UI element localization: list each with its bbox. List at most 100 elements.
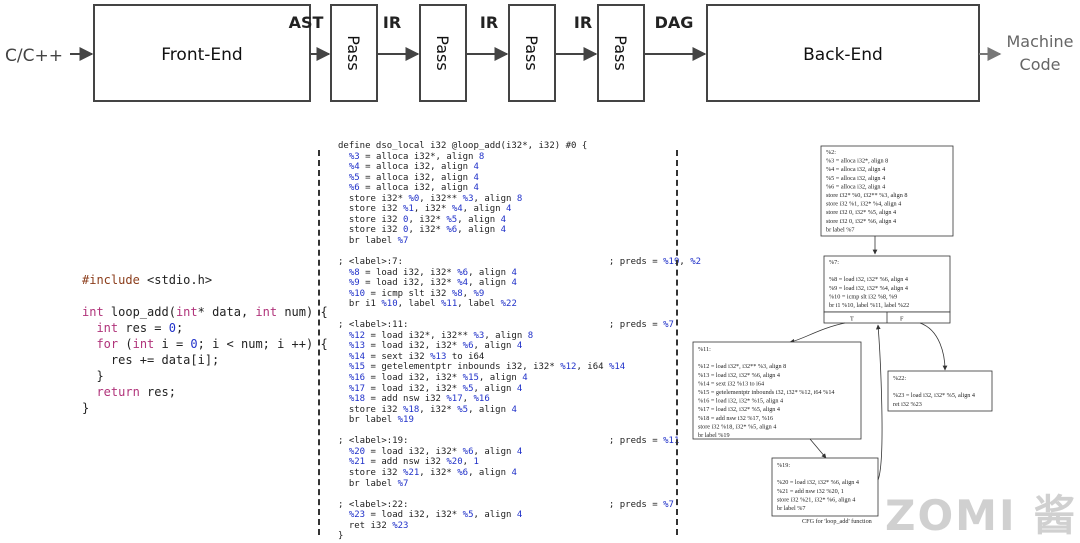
- ir-source-line: %9 = load i32, i32* %4, align 4: [348, 278, 517, 289]
- pass-box-2: [419, 4, 467, 102]
- ir-source-line: br i1 %10, label %11, label %22: [338, 299, 517, 310]
- cfg-block-line: %20 = load i32, i32* %6, align 4: [777, 479, 859, 486]
- watermark-logo: ZOMI 酱: [885, 491, 1078, 540]
- ir-source-line: store i32 %1, i32* %4, align 4: [338, 204, 512, 215]
- ir-source-line: store i32* %0, i32** %3, align 8: [338, 193, 523, 204]
- pass-box-3: [508, 4, 556, 102]
- compiler-pipeline-diagram: C/C++ Front-End AST Pass IR Pass IR Pass…: [5, 4, 1074, 102]
- ir-source-line: %23 = load i32, i32* %5, align 4: [348, 510, 523, 521]
- ir-source-line: %13 = load i32, i32* %6, align 4: [348, 341, 523, 352]
- cfg-block-line: ret i32 %23: [893, 401, 922, 408]
- ir-source-line: %14 = sext i32 %13 to i64: [348, 351, 485, 362]
- cfg-block-line: %15 = getelementptr inbounds i32, i32* %…: [698, 389, 835, 396]
- frontend-label: Front-End: [161, 45, 242, 65]
- cfg-block-19-text: %19:%20 = load i32, i32* %6, align 4%21 …: [777, 462, 859, 512]
- cfg-block-line: %18 = add nsw i32 %17, %16: [698, 415, 773, 422]
- ir-source-line: }: [338, 531, 344, 542]
- ir-source-line: ; <label>:19: ; preds = %11: [338, 436, 680, 447]
- ir-source-line: %17 = load i32, i32* %5, align 4: [348, 383, 523, 394]
- c-source-line: }: [82, 369, 104, 383]
- cfg-edge-7-11: [789, 322, 846, 344]
- cfg-block-line: store i32 %1, i32* %4, align 4: [826, 201, 901, 208]
- ir-source-line: %21 = add nsw i32 %20, 1: [348, 457, 479, 468]
- ir-source-line: [338, 310, 701, 321]
- c-source-code: #include <stdio.h> int loop_add(int* dat…: [82, 272, 328, 416]
- divider-right: [676, 150, 678, 535]
- cfg-block-line: br label %7: [826, 226, 855, 233]
- pass-label-1: Pass: [344, 35, 363, 70]
- cfg-block-line: store i32 %18, i32* %5, align 4: [698, 423, 776, 430]
- cfg-branch-true: T: [850, 316, 854, 323]
- backend-label: Back-End: [803, 45, 883, 65]
- cfg-block-line: %7:: [829, 259, 839, 266]
- cfg-block-line: br i1 %10, label %11, label %22: [829, 302, 909, 309]
- cfg-block-2: [820, 145, 954, 237]
- edge-label-ir-1: IR: [383, 13, 401, 32]
- ir-source-line: br label %7: [338, 235, 409, 246]
- c-source-line: int res = 0;: [96, 321, 184, 335]
- ir-source-line: [338, 426, 701, 437]
- c-source-line: int loop_add(int* data, int num) {: [82, 305, 328, 319]
- cfg-block-line: %23 = load i32, i32* %5, align 4: [893, 392, 975, 399]
- cfg-edge-19-7: [875, 324, 883, 481]
- output-label-line1: Machine: [1007, 32, 1074, 51]
- c-source-line: #include <stdio.h>: [82, 273, 213, 287]
- ir-source-line: define dso_local i32 @loop_add(i32*, i32…: [338, 141, 588, 151]
- cfg-block-line: %8 = load i32, i32* %6, align 4: [829, 276, 908, 283]
- cfg-block-line: %3 = alloca i32*, align 8: [826, 158, 888, 165]
- cfg-block-line: %17 = load i32, i32* %5, align 4: [698, 406, 780, 413]
- cfg-block-19: [771, 457, 879, 517]
- cfg-block-line: %9 = load i32, i32* %4, align 4: [829, 285, 908, 292]
- cfg-block-line: %5 = alloca i32, align 4: [826, 175, 885, 182]
- ir-source-line: store i32 %18, i32* %5, align 4: [338, 404, 517, 415]
- cfg-block-22-text: %22:%23 = load i32, i32* %5, align 4ret …: [893, 375, 975, 408]
- edge-label-ir-2: IR: [480, 13, 498, 32]
- ir-source-line: %6 = alloca i32, align 4: [348, 183, 479, 194]
- cfg-block-line: %16 = load i32, i32* %15, align 4: [698, 398, 783, 405]
- ir-source-line: %20 = load i32, i32* %6, align 4: [348, 446, 523, 457]
- ir-source-line: ; <label>:22: ; preds = %7: [338, 499, 674, 510]
- ir-source-line: br label %19: [338, 415, 414, 426]
- cfg-block-line: %10 = icmp slt i32 %8, %9: [829, 293, 897, 300]
- cfg-block-line: %6 = alloca i32, align 4: [826, 183, 885, 190]
- backend-box: [706, 4, 980, 102]
- cfg-block-line: store i32 %21, i32* %6, align 4: [777, 496, 855, 503]
- cfg-block-22: [887, 370, 993, 412]
- ir-source-line: [338, 246, 701, 257]
- cfg-block-7: [823, 255, 951, 313]
- cfg-edge-11-19: [809, 438, 827, 459]
- cfg-block-7-text: %7: %8 = load i32, i32* %6, align 4 %9 = l…: [829, 259, 909, 309]
- cfg-branch-false: F: [900, 316, 904, 323]
- cfg-edge-7-22: [919, 322, 948, 371]
- edge-label-dag: DAG: [655, 13, 694, 32]
- ir-source-line: ; <label>:7: ; preds = %19, %2: [338, 257, 702, 268]
- c-source-line: for (int i = 0; i < num; i ++) {: [96, 337, 328, 351]
- cfg-block-line: %13 = load i32, i32* %6, align 4: [698, 372, 780, 379]
- c-source-line: res += data[i];: [82, 353, 220, 367]
- pass-box-4: [597, 4, 645, 102]
- llvm-ir-code: define dso_local i32 @loop_add(i32*, i32…: [338, 141, 701, 542]
- ir-source-line: br label %7: [338, 478, 409, 489]
- edge-label-ast: AST: [289, 13, 324, 32]
- ir-source-line: %4 = alloca i32, align 4: [348, 162, 479, 173]
- cfg-block-line: store i32 0, i32* %6, align 4: [826, 218, 896, 225]
- cfg-caption: CFG for 'loop_add' function: [802, 518, 872, 525]
- cfg-block-2-text: %2:%3 = alloca i32*, align 8%4 = alloca …: [826, 149, 907, 233]
- c-source-line: [82, 288, 328, 304]
- ir-source-line: %8 = load i32, i32* %6, align 4: [348, 267, 517, 278]
- cfg-block-line: %12 = load i32*, i32** %3, align 8: [698, 363, 786, 370]
- ir-source-line: store i32 0, i32* %6, align 4: [338, 225, 507, 236]
- pass-label-2: Pass: [433, 35, 452, 70]
- ir-source-line: %16 = load i32, i32* %15, align 4: [348, 373, 528, 384]
- ir-source-line: ret i32 %23: [338, 520, 409, 531]
- ir-source-line: ; <label>:11: ; preds = %7: [338, 320, 674, 331]
- ir-source-line: %5 = alloca i32, align 4: [348, 172, 479, 183]
- ir-source-line: store i32 %21, i32* %6, align 4: [338, 467, 517, 478]
- cfg-block-line: %14 = sext i32 %13 to i64: [698, 380, 764, 387]
- output-label-line2: Code: [1020, 55, 1061, 74]
- cfg-block-line: %19:: [777, 462, 790, 469]
- cfg-block-11: [692, 341, 862, 440]
- ir-source-line: %18 = add nsw i32 %17, %16: [348, 394, 490, 405]
- ir-source-line: %10 = icmp slt i32 %8, %9: [348, 288, 485, 299]
- edge-label-ir-3: IR: [574, 13, 592, 32]
